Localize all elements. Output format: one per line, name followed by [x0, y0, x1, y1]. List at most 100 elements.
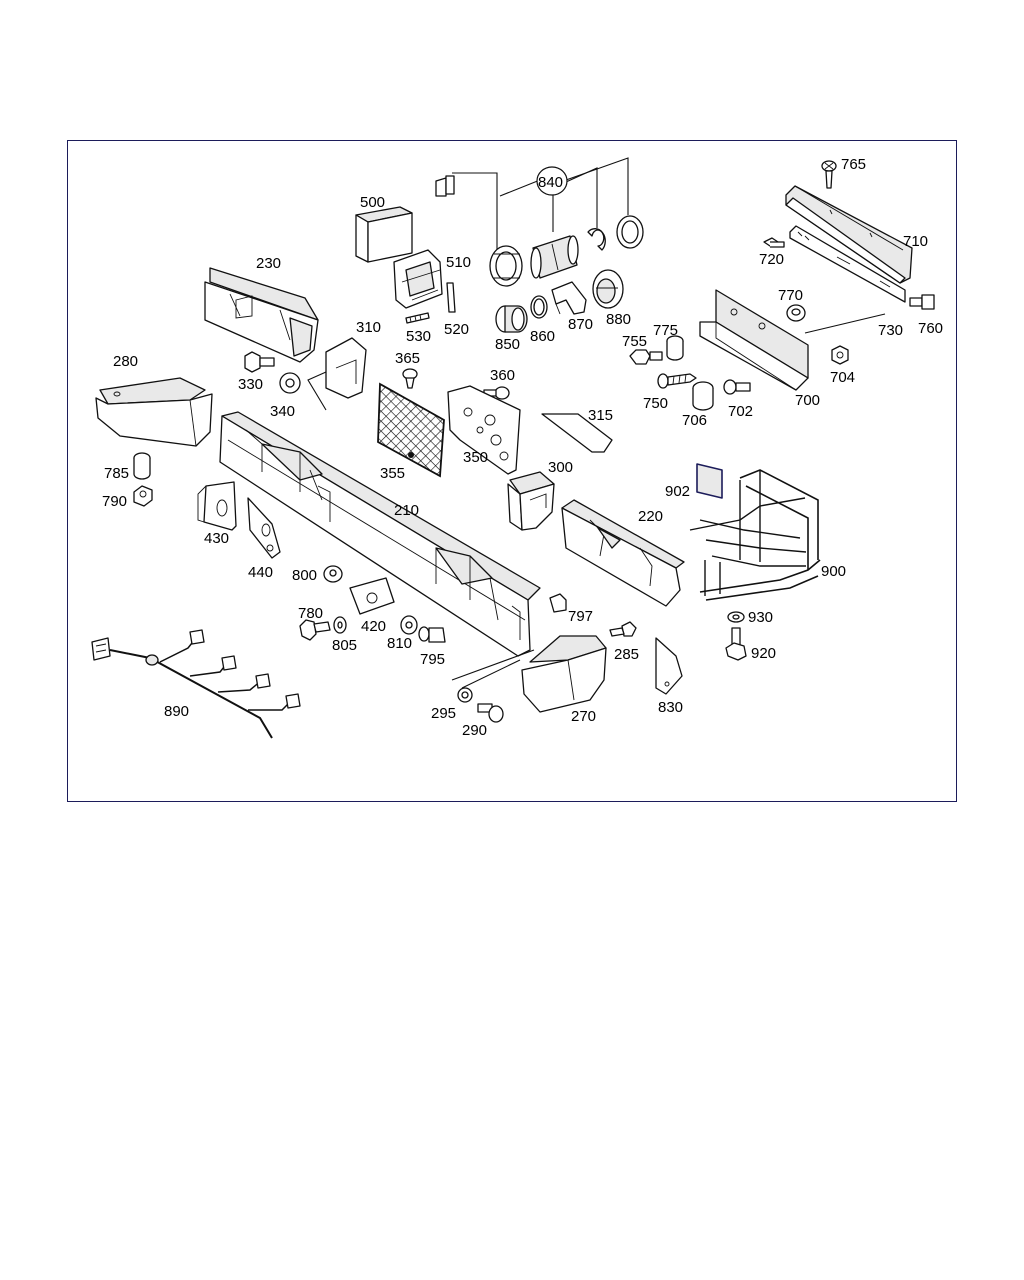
callout-730: 730: [878, 322, 903, 339]
callout-850: 850: [495, 336, 520, 353]
callout-500: 500: [360, 194, 385, 211]
callout-440: 440: [248, 564, 273, 581]
bolt-760-part: [909, 294, 935, 310]
bolt-755-part: [629, 349, 663, 365]
cover-310-part: [307, 337, 367, 411]
callout-755: 755: [622, 333, 647, 350]
bracket-700-part: [699, 289, 886, 391]
callout-350: 350: [463, 449, 488, 466]
bracket-510-part: [393, 249, 443, 309]
callout-230: 230: [256, 255, 281, 272]
callout-765: 765: [841, 156, 866, 173]
bracket-430-part: [197, 481, 237, 531]
clip-870-part: [551, 281, 587, 315]
strip-315-part: [541, 413, 613, 453]
diagram-frame: [67, 140, 957, 802]
washer-930-part: [727, 611, 745, 623]
grille-355-part: [377, 382, 445, 478]
harness-890-part: [91, 629, 301, 739]
callout-797: 797: [568, 608, 593, 625]
connector-840-part: [435, 175, 455, 197]
washer-800-part: [323, 565, 343, 583]
callout-830: 830: [658, 699, 683, 716]
bumper-end-230-part: [204, 267, 319, 363]
callout-420: 420: [361, 618, 386, 635]
callout-880: 880: [606, 311, 631, 328]
callout-902: 902: [665, 483, 690, 500]
callout-785: 785: [104, 465, 129, 482]
bumper-end-220-part: [561, 499, 685, 607]
grommet-880-part: [592, 269, 624, 309]
bar-710-part: [785, 185, 913, 284]
callout-775: 775: [653, 322, 678, 339]
callout-900: 900: [821, 563, 846, 580]
callout-210: 210: [394, 502, 419, 519]
callout-840: 840: [538, 174, 563, 191]
callout-295: 295: [431, 705, 456, 722]
callout-labels: 840 765 710 720 730 760 770 700 704 500 …: [102, 156, 943, 739]
callout-770: 770: [778, 287, 803, 304]
spacer-785-part: [133, 452, 151, 480]
step-frame-900-part: [689, 469, 821, 601]
callout-285: 285: [614, 646, 639, 663]
washer-770-part: [786, 304, 806, 322]
callout-355: 355: [380, 465, 405, 482]
ring-840c-part: [616, 215, 644, 249]
callout-220: 220: [638, 508, 663, 525]
pad-902-part: [696, 463, 723, 499]
module-500-part: [355, 206, 413, 263]
callout-310: 310: [356, 319, 381, 336]
callout-810: 810: [387, 635, 412, 652]
clamp-840a-part: [489, 245, 523, 287]
callout-870: 870: [568, 316, 593, 333]
bolt-330-part: [244, 351, 275, 373]
bumper-end-280-part: [95, 377, 213, 447]
callout-710: 710: [903, 233, 928, 250]
callout-805: 805: [332, 637, 357, 654]
callout-430: 430: [204, 530, 229, 547]
callout-920: 920: [751, 645, 776, 662]
washer-810-part: [400, 615, 418, 635]
callout-795: 795: [420, 651, 445, 668]
screw-530-part: [405, 312, 430, 324]
cap-850-part: [495, 305, 528, 333]
callout-760: 760: [918, 320, 943, 337]
bolt-780-part: [299, 619, 331, 641]
callout-702: 702: [728, 403, 753, 420]
washer-805-part: [333, 616, 347, 634]
nut-704-part: [831, 345, 849, 365]
screw-285-part: [609, 621, 637, 637]
callout-290: 290: [462, 722, 487, 739]
callout-800: 800: [292, 567, 317, 584]
callout-365: 365: [395, 350, 420, 367]
pin-520-part: [446, 282, 456, 313]
callout-530: 530: [406, 328, 431, 345]
bumper-bar-210-part: [219, 411, 541, 657]
callout-890: 890: [164, 703, 189, 720]
callout-700: 700: [795, 392, 820, 409]
bracket-440-part: [247, 497, 281, 559]
callout-930: 930: [748, 609, 773, 626]
screw-365-part: [402, 368, 418, 389]
callout-270: 270: [571, 708, 596, 725]
callout-780: 780: [298, 605, 323, 622]
cover-300-part: [507, 471, 555, 531]
gasket-830-part: [655, 637, 683, 695]
bolt-795-part: [418, 626, 446, 643]
screw-765-part: [821, 160, 837, 189]
bolt-290-part: [477, 703, 504, 723]
plate-420-part: [349, 577, 395, 615]
callout-510: 510: [446, 254, 471, 271]
callout-330: 330: [238, 376, 263, 393]
callout-300: 300: [548, 459, 573, 476]
callout-860: 860: [530, 328, 555, 345]
washer-340-part: [279, 372, 301, 394]
callout-280: 280: [113, 353, 138, 370]
bolt-920-part: [725, 627, 747, 661]
cap-706-part: [692, 381, 714, 411]
bolt-702-part: [723, 379, 751, 395]
callout-750: 750: [643, 395, 668, 412]
leader-lines-840: [452, 157, 629, 250]
oring-860-part: [530, 295, 548, 319]
